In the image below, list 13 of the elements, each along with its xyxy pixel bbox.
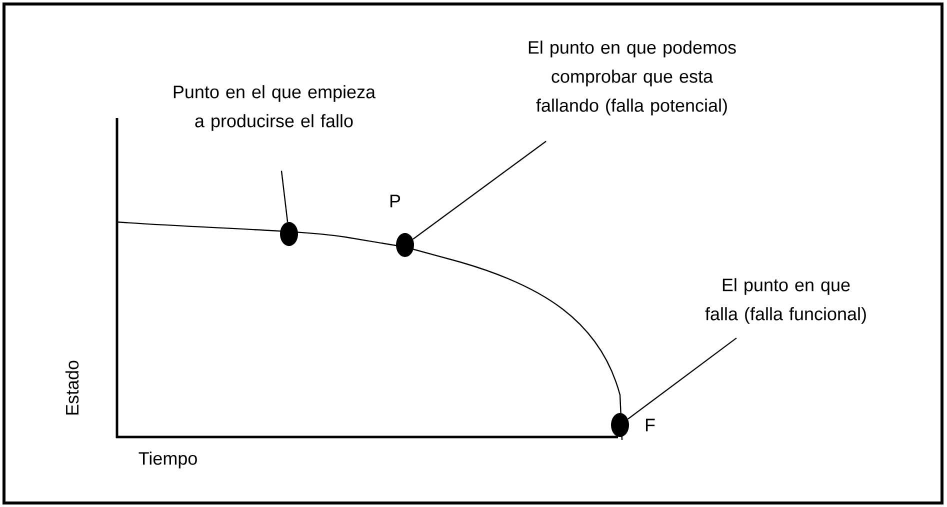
callout-text: El punto en que falla (falla funcional) — [705, 278, 866, 324]
point-letter: P — [390, 194, 400, 208]
point-dot — [396, 233, 414, 257]
axis-label: Tiempo — [138, 452, 197, 468]
leader-line — [628, 338, 737, 420]
point-letter: F — [646, 418, 655, 432]
leader-line — [412, 140, 546, 240]
point-dot — [611, 413, 629, 437]
callout-text: El punto en que podemos comprobar que esta fallando (falla potencial) — [528, 40, 736, 116]
leader-line — [280, 170, 288, 222]
callout-text: Punto en el que empieza a producirse el fallo — [174, 85, 376, 131]
point-dot — [280, 222, 298, 246]
axis-label: Estado — [65, 360, 79, 415]
